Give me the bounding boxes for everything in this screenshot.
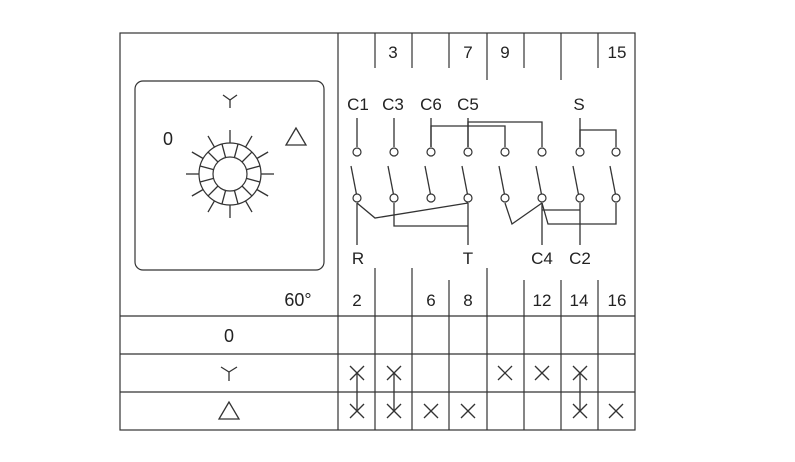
top-terminal-numbers: 3 7 9 15 <box>388 43 626 62</box>
rotary-dial-panel: 0 60° <box>134 80 325 310</box>
diagram-grid <box>119 32 636 431</box>
terminal-number: 7 <box>463 43 472 62</box>
contact-closed-mark <box>497 365 513 381</box>
contact-top-labels: C1 C3 C6 C5 S <box>347 95 585 114</box>
contact-label: C1 <box>347 95 369 114</box>
delta-connection-icon <box>284 126 308 146</box>
contact-bottom-labels: R T C4 C2 <box>352 249 591 268</box>
contact-terminal <box>575 147 585 157</box>
terminal-number: 3 <box>388 43 397 62</box>
terminal-number: 9 <box>500 43 509 62</box>
contact-wiring <box>350 118 621 245</box>
contact-terminal <box>463 147 473 157</box>
contact-closed-mark <box>608 403 624 419</box>
contact-label: C6 <box>420 95 442 114</box>
dial-knob-icon <box>186 130 274 218</box>
contact-terminal <box>575 193 585 203</box>
switching-table-crosses <box>349 365 624 419</box>
terminal-number: 6 <box>426 291 435 310</box>
bottom-terminal-numbers: 2 6 8 12 14 16 <box>352 291 626 310</box>
dial-position-zero: 0 <box>163 129 173 149</box>
contact-closed-mark <box>534 365 550 381</box>
star-connection-icon <box>220 366 238 381</box>
contact-terminal <box>500 193 510 203</box>
contact-label: C3 <box>382 95 404 114</box>
contact-terminal <box>352 193 362 203</box>
contact-label: C2 <box>569 249 591 268</box>
contact-terminal <box>389 193 399 203</box>
contact-terminal <box>463 193 473 203</box>
contact-terminal <box>611 147 621 157</box>
terminal-number: 14 <box>570 291 589 310</box>
contact-label: C5 <box>457 95 479 114</box>
terminal-number: 16 <box>608 291 627 310</box>
contact-label: C4 <box>531 249 553 268</box>
contact-label: T <box>463 249 473 268</box>
switching-table-row-labels: 0 <box>217 326 241 420</box>
contact-terminal <box>611 193 621 203</box>
contact-terminal <box>352 147 362 157</box>
contact-label: R <box>352 249 364 268</box>
terminal-number: 8 <box>463 291 472 310</box>
dial-angle-label: 60° <box>284 290 311 310</box>
contact-label: S <box>573 95 584 114</box>
contact-terminal <box>537 147 547 157</box>
contact-terminal <box>426 147 436 157</box>
contact-terminal <box>500 147 510 157</box>
star-connection-icon <box>222 94 238 108</box>
row-label-zero: 0 <box>224 326 234 346</box>
contact-terminal <box>426 193 436 203</box>
delta-connection-icon <box>217 400 241 420</box>
terminal-number: 2 <box>352 291 361 310</box>
contact-terminal <box>537 193 547 203</box>
terminal-number: 15 <box>608 43 627 62</box>
contact-closed-mark <box>460 403 476 419</box>
contact-terminal <box>389 147 399 157</box>
terminal-number: 12 <box>533 291 552 310</box>
contact-closed-mark <box>423 403 439 419</box>
